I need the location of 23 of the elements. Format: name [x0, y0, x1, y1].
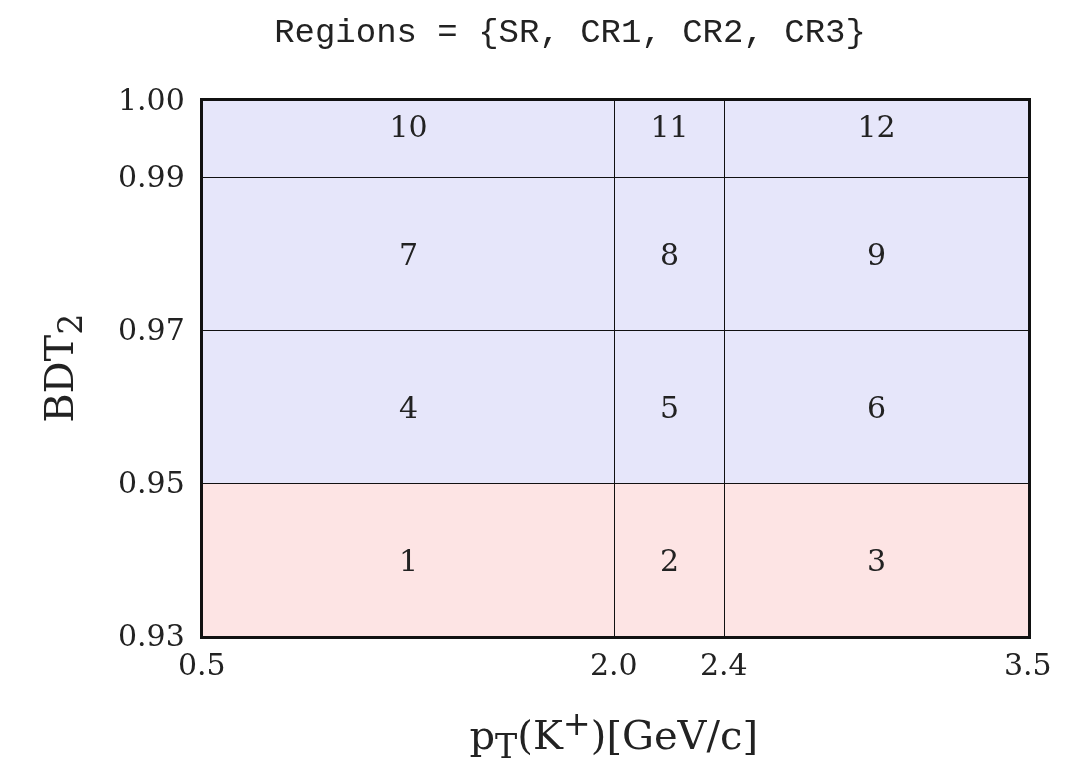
- grid-cell: 9: [724, 177, 1029, 331]
- grid-cell: 5: [614, 330, 725, 484]
- tick-label: 2.4: [700, 650, 748, 680]
- grid-cell: 11: [614, 100, 725, 178]
- grid-cell: 2: [614, 483, 725, 637]
- grid-cell: 3: [724, 483, 1029, 637]
- grid-cell: 10: [202, 100, 615, 178]
- grid-cell: 1: [202, 483, 615, 637]
- tick-label: 0.5: [178, 650, 226, 680]
- tick-label: 1.00: [118, 85, 185, 115]
- tick-label: 3.5: [1004, 650, 1052, 680]
- tick-label: 2.0: [590, 650, 638, 680]
- grid-cell: 6: [724, 330, 1029, 484]
- plot-title: Regions = {SR, CR1, CR2, CR3}: [273, 14, 867, 52]
- tick-label: 0.97: [118, 315, 185, 345]
- grid-cell: 7: [202, 177, 615, 331]
- tick-label: 0.99: [118, 162, 185, 192]
- tick-label: 0.95: [118, 468, 185, 498]
- grid-cell: 4: [202, 330, 615, 484]
- axis-title: p$_{T}$(K$^{+}$)[GeV/c]: [469, 706, 758, 764]
- grid-cell: 8: [614, 177, 725, 331]
- grid-cell: 12: [724, 100, 1029, 178]
- tick-label: 0.93: [118, 621, 185, 651]
